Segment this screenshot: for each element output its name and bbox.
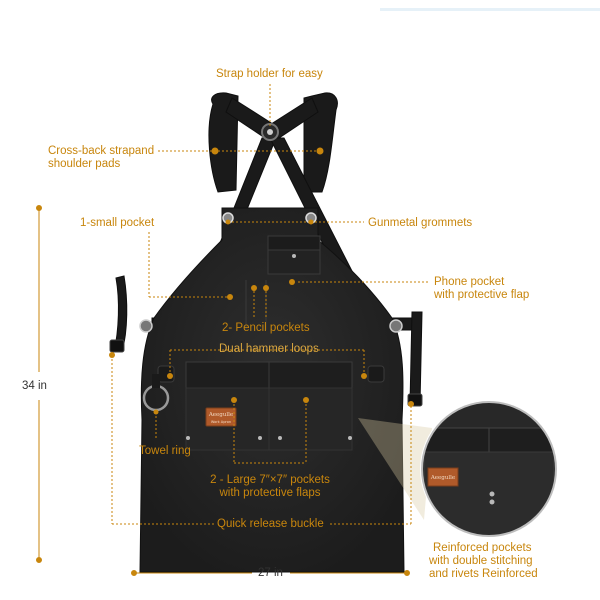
- rivets: [186, 436, 352, 440]
- right-shoulder-pad: [303, 92, 338, 193]
- label-strap-holder: Strap holder for easy: [216, 68, 323, 80]
- label-towel-ring: Towel ring: [139, 445, 191, 457]
- label-height: 34 in: [22, 380, 47, 392]
- label-grommets: Gunmetal grommets: [368, 217, 473, 229]
- label-phone-line1: Phone pocket: [434, 276, 505, 288]
- leader-dots: [109, 147, 414, 415]
- brand-patch-tag: Work Apron: [211, 420, 231, 424]
- phone-pocket: [267, 235, 321, 275]
- strap-holder: [261, 123, 279, 141]
- label-quick-release-buckle: Quick release buckle: [217, 518, 324, 530]
- label-hammer-loops: Dual hammer loops: [219, 343, 319, 355]
- label-large-line2: with protective flaps: [219, 487, 321, 499]
- label-width: 27 in: [258, 567, 283, 579]
- dimension-height: [36, 205, 42, 563]
- top-edge-strip: [380, 8, 600, 11]
- label-reinforced-line1: Reinforced pockets: [433, 542, 532, 554]
- label-small-pocket: 1-small pocket: [80, 217, 155, 229]
- left-shoulder-pad: [208, 92, 239, 193]
- label-reinforced-line3: and rivets Reinforced: [429, 568, 538, 580]
- reinforced-pocket-zoom: Aeegulle: [420, 400, 558, 538]
- right-side-strap: [409, 311, 423, 405]
- leader-lines: [111, 84, 428, 525]
- label-phone-line2: with protective flap: [434, 289, 530, 301]
- brand-patch: Aeegulle Work Apron: [205, 407, 237, 427]
- large-pockets: [185, 361, 353, 451]
- label-reinforced-line2: with double stitching: [429, 555, 533, 567]
- label-cross-back-line2: shoulder pads: [48, 158, 121, 170]
- zoom-wedge: [358, 418, 432, 520]
- dimension-width: [131, 570, 410, 576]
- zoom-brand-name: Aeegulle: [430, 475, 455, 481]
- label-large-line1: 2 - Large 7″×7″ pockets: [210, 474, 330, 486]
- label-pencil-pockets: 2- Pencil pockets: [222, 322, 310, 334]
- brand-patch-name: Aeegulle: [208, 412, 233, 418]
- label-cross-back-line1: Cross-back strapand: [48, 145, 155, 157]
